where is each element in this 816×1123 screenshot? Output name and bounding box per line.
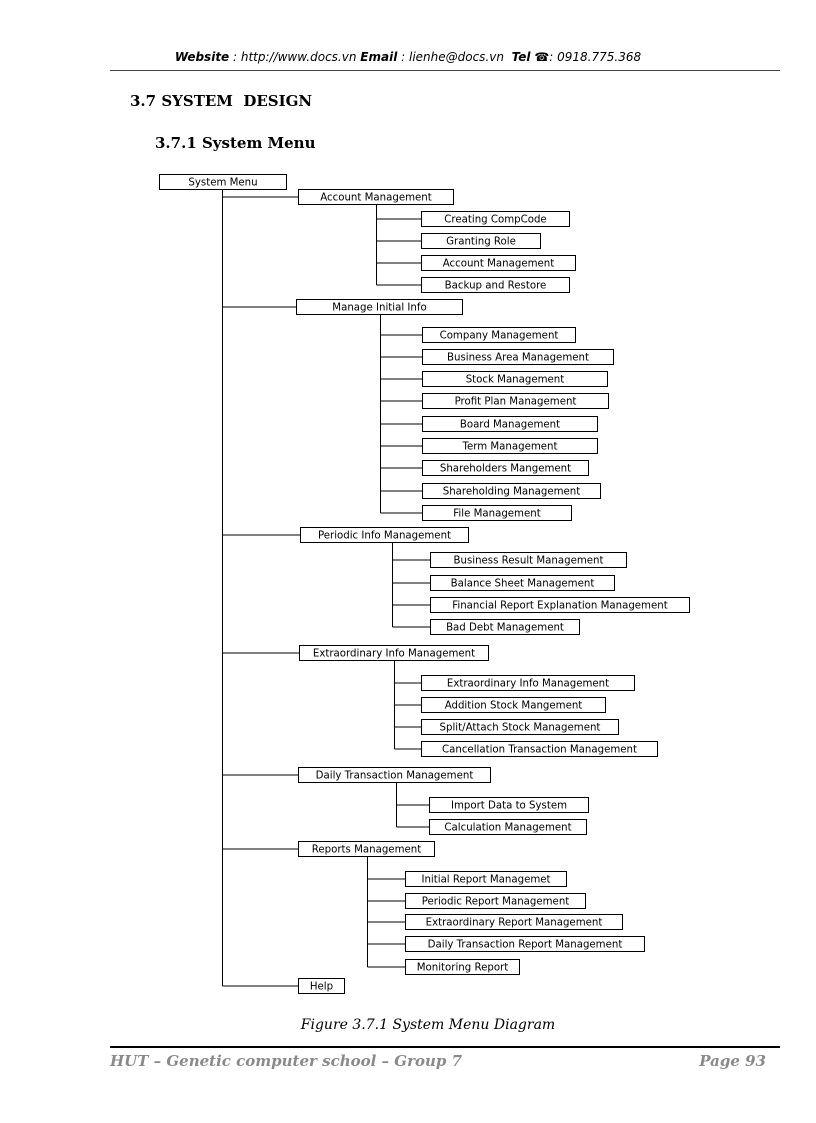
menu-item-box: Calculation Management xyxy=(429,819,587,835)
menu-item-box-label: Periodic Report Management xyxy=(422,897,570,908)
menu-item-box: Business Area Management xyxy=(422,349,614,365)
menu-group-box: Account Management xyxy=(298,189,454,205)
menu-item-box-label: Granting Role xyxy=(446,237,516,248)
menu-item-box: Board Management xyxy=(422,416,598,432)
menu-item-box: Bad Debt Management xyxy=(430,619,580,635)
email-value[interactable]: lienhe@docs.vn xyxy=(408,50,504,64)
menu-item-box-label: Calculation Management xyxy=(444,823,571,834)
menu-item-box: Addition Stock Mangement xyxy=(421,697,606,713)
menu-item-box-label: File Management xyxy=(453,509,540,520)
menu-item-box-label: Extraordinary Report Management xyxy=(426,918,603,929)
footer-page-number: Page 93 xyxy=(699,1052,766,1070)
section-title: 3.7 SYSTEM DESIGN xyxy=(130,92,313,110)
menu-group-box-label: Help xyxy=(310,982,333,993)
menu-item-box: Monitoring Report xyxy=(405,959,520,975)
menu-item-box-label: Backup and Restore xyxy=(445,281,547,292)
footer-left: HUT – Genetic computer school – Group 7 xyxy=(110,1052,463,1070)
menu-group-box-label: Periodic Info Management xyxy=(318,531,451,542)
tel-label: Tel xyxy=(511,50,531,64)
menu-item-box-label: Profit Plan Management xyxy=(455,397,577,408)
menu-item-box-label: Split/Attach Stock Management xyxy=(440,723,601,734)
menu-group-box-label: Reports Management xyxy=(312,845,421,856)
menu-item-box-label: Addition Stock Mangement xyxy=(445,701,583,712)
menu-group-box: Reports Management xyxy=(298,841,435,857)
menu-item-box: Business Result Management xyxy=(430,552,627,568)
menu-item-box-label: Import Data to System xyxy=(451,801,567,812)
footer-rule xyxy=(110,1046,780,1048)
menu-item-box-label: Daily Transaction Report Management xyxy=(428,940,623,951)
menu-item-box-label: Company Management xyxy=(440,331,559,342)
website-sep: : xyxy=(229,50,241,64)
website-label: Website xyxy=(174,50,230,64)
figure-caption: Figure 3.7.1 System Menu Diagram xyxy=(300,1017,556,1033)
menu-item-box: Extraordinary Report Management xyxy=(405,914,623,930)
root-system-menu-box-label: System Menu xyxy=(188,178,257,189)
page-header: Website : http://www.docs.vn Email : lie… xyxy=(0,50,816,64)
menu-item-box-label: Balance Sheet Management xyxy=(451,579,595,590)
menu-item-box: Stock Management xyxy=(422,371,608,387)
menu-item-box-label: Business Result Management xyxy=(454,556,604,567)
tel-value: : 0918.775.368 xyxy=(549,50,642,64)
menu-item-box: Extraordinary Info Management xyxy=(421,675,635,691)
menu-item-box-label: Board Management xyxy=(460,420,560,431)
header-rule xyxy=(110,70,780,71)
phone-icon: ☎ xyxy=(534,50,550,64)
menu-group-box: Daily Transaction Management xyxy=(298,767,491,783)
menu-item-box-label: Bad Debt Management xyxy=(446,623,564,634)
menu-item-box: Creating CompCode xyxy=(421,211,570,227)
menu-group-box-label: Account Management xyxy=(320,193,431,204)
menu-item-box-label: Shareholding Management xyxy=(443,487,581,498)
menu-group-box: Extraordinary Info Management xyxy=(299,645,489,661)
menu-item-box: Financial Report Explanation Management xyxy=(430,597,690,613)
menu-item-box: Import Data to System xyxy=(429,797,589,813)
menu-item-box: Cancellation Transaction Management xyxy=(421,741,658,757)
menu-item-box-label: Financial Report Explanation Management xyxy=(452,601,667,612)
email-label: Email xyxy=(360,50,398,64)
menu-item-box-label: Monitoring Report xyxy=(417,963,509,974)
menu-group-box: Manage Initial Info xyxy=(296,299,463,315)
menu-item-box-label: Initial Report Managemet xyxy=(421,875,550,886)
menu-item-box-label: Account Management xyxy=(443,259,554,270)
menu-item-box: Shareholders Mangement xyxy=(422,460,589,476)
website-url[interactable]: http://www.docs.vn xyxy=(240,50,357,64)
menu-item-box: Account Management xyxy=(421,255,576,271)
menu-item-box: Company Management xyxy=(422,327,576,343)
menu-item-box-label: Cancellation Transaction Management xyxy=(442,745,637,756)
menu-item-box-label: Shareholders Mangement xyxy=(440,464,571,475)
menu-item-box: Backup and Restore xyxy=(421,277,570,293)
menu-item-box: Shareholding Management xyxy=(422,483,601,499)
menu-item-box: File Management xyxy=(422,505,572,521)
menu-group-box-label: Extraordinary Info Management xyxy=(313,649,475,660)
menu-item-box: Periodic Report Management xyxy=(405,893,586,909)
menu-item-box-label: Creating CompCode xyxy=(444,215,546,226)
menu-item-box: Daily Transaction Report Management xyxy=(405,936,645,952)
menu-item-box: Profit Plan Management xyxy=(422,393,609,409)
menu-item-box: Balance Sheet Management xyxy=(430,575,615,591)
email-sep: : xyxy=(397,50,409,64)
menu-group-box-label: Manage Initial Info xyxy=(332,303,426,314)
menu-item-box-label: Business Area Management xyxy=(447,353,589,364)
menu-group-box-label: Daily Transaction Management xyxy=(316,771,474,782)
root-system-menu-box: System Menu xyxy=(159,174,287,190)
menu-item-box: Granting Role xyxy=(421,233,541,249)
menu-item-box-label: Term Management xyxy=(461,442,557,453)
menu-item-box: Split/Attach Stock Management xyxy=(421,719,619,735)
menu-item-box-label: Extraordinary Info Management xyxy=(447,679,609,690)
menu-item-box-label: Stock Management xyxy=(466,375,565,386)
menu-item-box: Initial Report Managemet xyxy=(405,871,567,887)
menu-group-box: Periodic Info Management xyxy=(300,527,469,543)
menu-group-box: Help xyxy=(298,978,345,994)
subsection-title: 3.7.1 System Menu xyxy=(155,134,316,152)
menu-item-box: Term Management xyxy=(422,438,598,454)
